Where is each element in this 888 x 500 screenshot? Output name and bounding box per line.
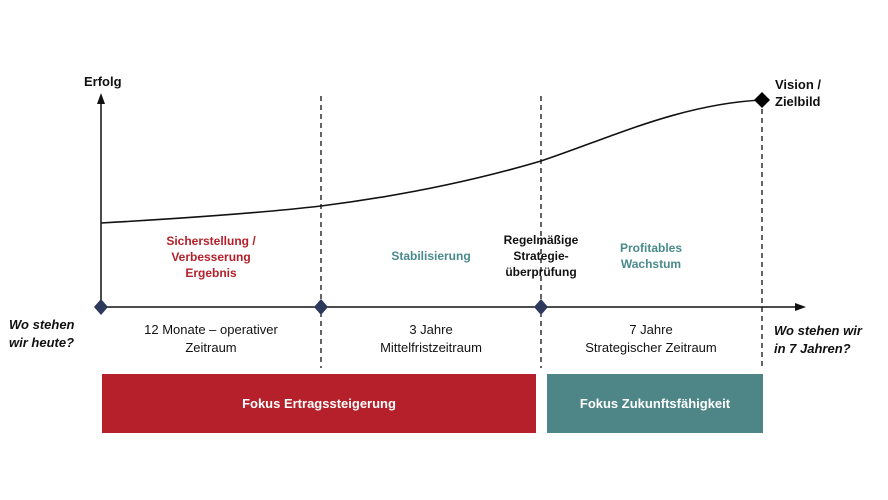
phase-label-2: Stabilisierung	[350, 248, 512, 264]
phase-label-1-line1: Sicherstellung /	[166, 234, 256, 248]
milestone-marker-2	[534, 299, 548, 315]
focus-bar-ertragssteigerung: Fokus Ertragssteigerung	[102, 374, 536, 433]
period-label-2-line2: Mittelfristzeitraum	[380, 340, 482, 355]
phase-label-1-line3: Ergebnis	[185, 266, 237, 280]
x-axis-arrowhead	[795, 303, 806, 311]
period-label-1: 12 Monate – operativer Zeitraum	[111, 321, 311, 357]
question-start: Wo stehen wir heute?	[9, 316, 75, 352]
milestone-marker-1	[314, 299, 328, 315]
milestone-marker-start	[94, 299, 108, 315]
goal-label-line2: Zielbild	[775, 94, 821, 109]
phase-label-3-line3: überprüfung	[505, 265, 577, 279]
period-label-3: 7 Jahre Strategischer Zeitraum	[551, 321, 751, 357]
question-start-line1: Wo stehen	[9, 317, 75, 332]
goal-label-line1: Vision /	[775, 77, 821, 92]
question-end: Wo stehen wir in 7 Jahren?	[774, 322, 862, 358]
focus-bar-zukunftsfaehigkeit: Fokus Zukunftsfähigkeit	[547, 374, 763, 433]
goal-marker	[754, 92, 770, 108]
focus-bar-ertragssteigerung-label: Fokus Ertragssteigerung	[242, 396, 396, 411]
question-start-line2: wir heute?	[9, 335, 75, 350]
phase-label-3-line1: Regelmäßige	[503, 233, 579, 247]
period-label-3-line2: Strategischer Zeitraum	[585, 340, 717, 355]
phase-label-4-line2: Wachstum	[620, 257, 682, 271]
period-label-1-line2: Zeitraum	[185, 340, 237, 355]
phase-label-2-line1: Stabilisierung	[391, 249, 471, 263]
growth-curve	[100, 99, 763, 224]
period-label-1-line1: 12 Monate – operativer	[144, 322, 278, 337]
period-label-3-line1: 7 Jahre	[629, 322, 673, 337]
phase-label-4-line1: Profitables	[619, 241, 682, 255]
y-axis-arrowhead	[97, 93, 105, 104]
question-end-line1: Wo stehen wir	[774, 323, 862, 338]
y-axis-label: Erfolg	[84, 74, 122, 89]
phase-label-3: Regelmäßige Strategie- überprüfung	[481, 232, 601, 280]
focus-bar-zukunftsfaehigkeit-label: Fokus Zukunftsfähigkeit	[579, 396, 731, 411]
phase-label-1-line2: Verbesserung	[171, 250, 251, 264]
question-end-line2: in 7 Jahren?	[774, 341, 851, 356]
phase-label-1: Sicherstellung / Verbesserung Ergebnis	[130, 233, 292, 281]
goal-label: Vision / Zielbild	[775, 76, 821, 110]
phase-label-3-line2: Strategie-	[513, 249, 569, 263]
period-label-2: 3 Jahre Mittelfristzeitraum	[331, 321, 531, 357]
period-label-2-line1: 3 Jahre	[409, 322, 453, 337]
phase-label-4: Profitables Wachstum	[580, 240, 722, 272]
